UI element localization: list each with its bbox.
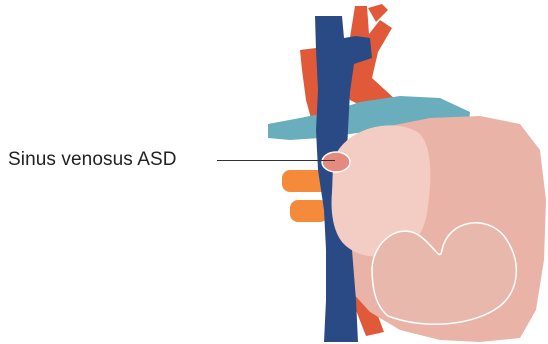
sinus-venosus-asd-defect — [322, 152, 350, 172]
annotation-leader-line — [217, 160, 335, 161]
asd-label: Sinus venosus ASD — [8, 148, 177, 172]
